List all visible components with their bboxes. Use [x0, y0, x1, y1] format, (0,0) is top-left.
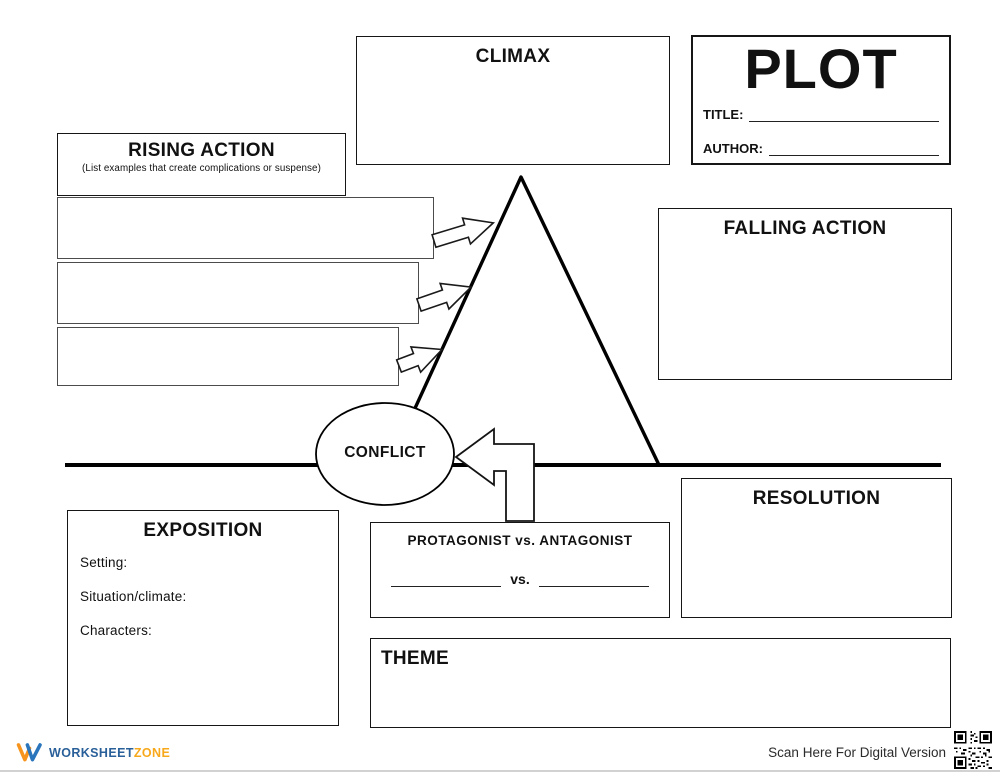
- qr-code-icon: [954, 731, 992, 769]
- rising-action-arrow-2: [415, 282, 473, 313]
- exposition-field-situation: Situation/climate:: [80, 589, 187, 604]
- conflict-arrow: [454, 427, 535, 522]
- plot-title-row: TITLE:: [703, 107, 939, 122]
- theme-box[interactable]: THEME: [370, 638, 951, 728]
- climax-box[interactable]: CLIMAX: [356, 36, 670, 165]
- page-bottom-edge: [0, 770, 1000, 772]
- vs-label: vs.: [510, 571, 530, 587]
- rising-action-header-box: RISING ACTION (List examples that create…: [57, 133, 346, 196]
- resolution-box[interactable]: RESOLUTION: [681, 478, 952, 618]
- resolution-label: RESOLUTION: [752, 488, 881, 509]
- climax-label: CLIMAX: [475, 46, 551, 67]
- scan-here-text: Scan Here For Digital Version: [768, 745, 946, 760]
- brand-text: WORKSHEETZONE: [49, 746, 170, 760]
- brand-worksheet: WORKSHEET: [49, 745, 134, 760]
- plot-title-field-label: TITLE:: [703, 107, 744, 122]
- protagonist-input-line[interactable]: [391, 571, 502, 587]
- falling-action-box[interactable]: FALLING ACTION: [658, 208, 952, 380]
- vs-row: vs.: [371, 571, 669, 587]
- rising-action-arrow-1: [431, 217, 496, 249]
- exposition-box[interactable]: EXPOSITION Setting: Situation/climate: C…: [67, 510, 339, 726]
- rising-action-row-2[interactable]: [57, 262, 419, 324]
- protagonist-antagonist-box: PROTAGONIST vs. ANTAGONIST vs.: [370, 522, 670, 618]
- plot-author-row: AUTHOR:: [703, 141, 939, 156]
- brand-zone: ZONE: [133, 745, 171, 760]
- plot-title-input-line[interactable]: [749, 107, 939, 122]
- exposition-field-characters: Characters:: [80, 623, 152, 638]
- rising-action-arrow-3: [395, 346, 444, 374]
- plot-author-field-label: AUTHOR:: [703, 141, 763, 156]
- w-logo-icon: [16, 743, 42, 762]
- plot-heading: PLOT: [744, 37, 898, 100]
- exposition-label: EXPOSITION: [143, 520, 263, 541]
- rising-action-row-3[interactable]: [57, 327, 399, 386]
- exposition-field-setting: Setting:: [80, 555, 128, 570]
- plot-author-input-line[interactable]: [768, 141, 939, 156]
- protagonist-antagonist-heading: PROTAGONIST vs. ANTAGONIST: [407, 533, 633, 548]
- conflict-label: CONFLICT: [344, 444, 426, 461]
- falling-action-label: FALLING ACTION: [723, 218, 887, 239]
- rising-action-row-1[interactable]: [57, 197, 434, 259]
- theme-label: THEME: [381, 648, 449, 669]
- rising-action-subtitle: (List examples that create complications…: [82, 163, 321, 174]
- worksheetzone-brand: WORKSHEETZONE: [16, 741, 170, 764]
- antagonist-input-line[interactable]: [538, 571, 649, 587]
- rising-action-label: RISING ACTION: [128, 140, 275, 161]
- plot-title-box: PLOT TITLE: AUTHOR:: [691, 35, 951, 165]
